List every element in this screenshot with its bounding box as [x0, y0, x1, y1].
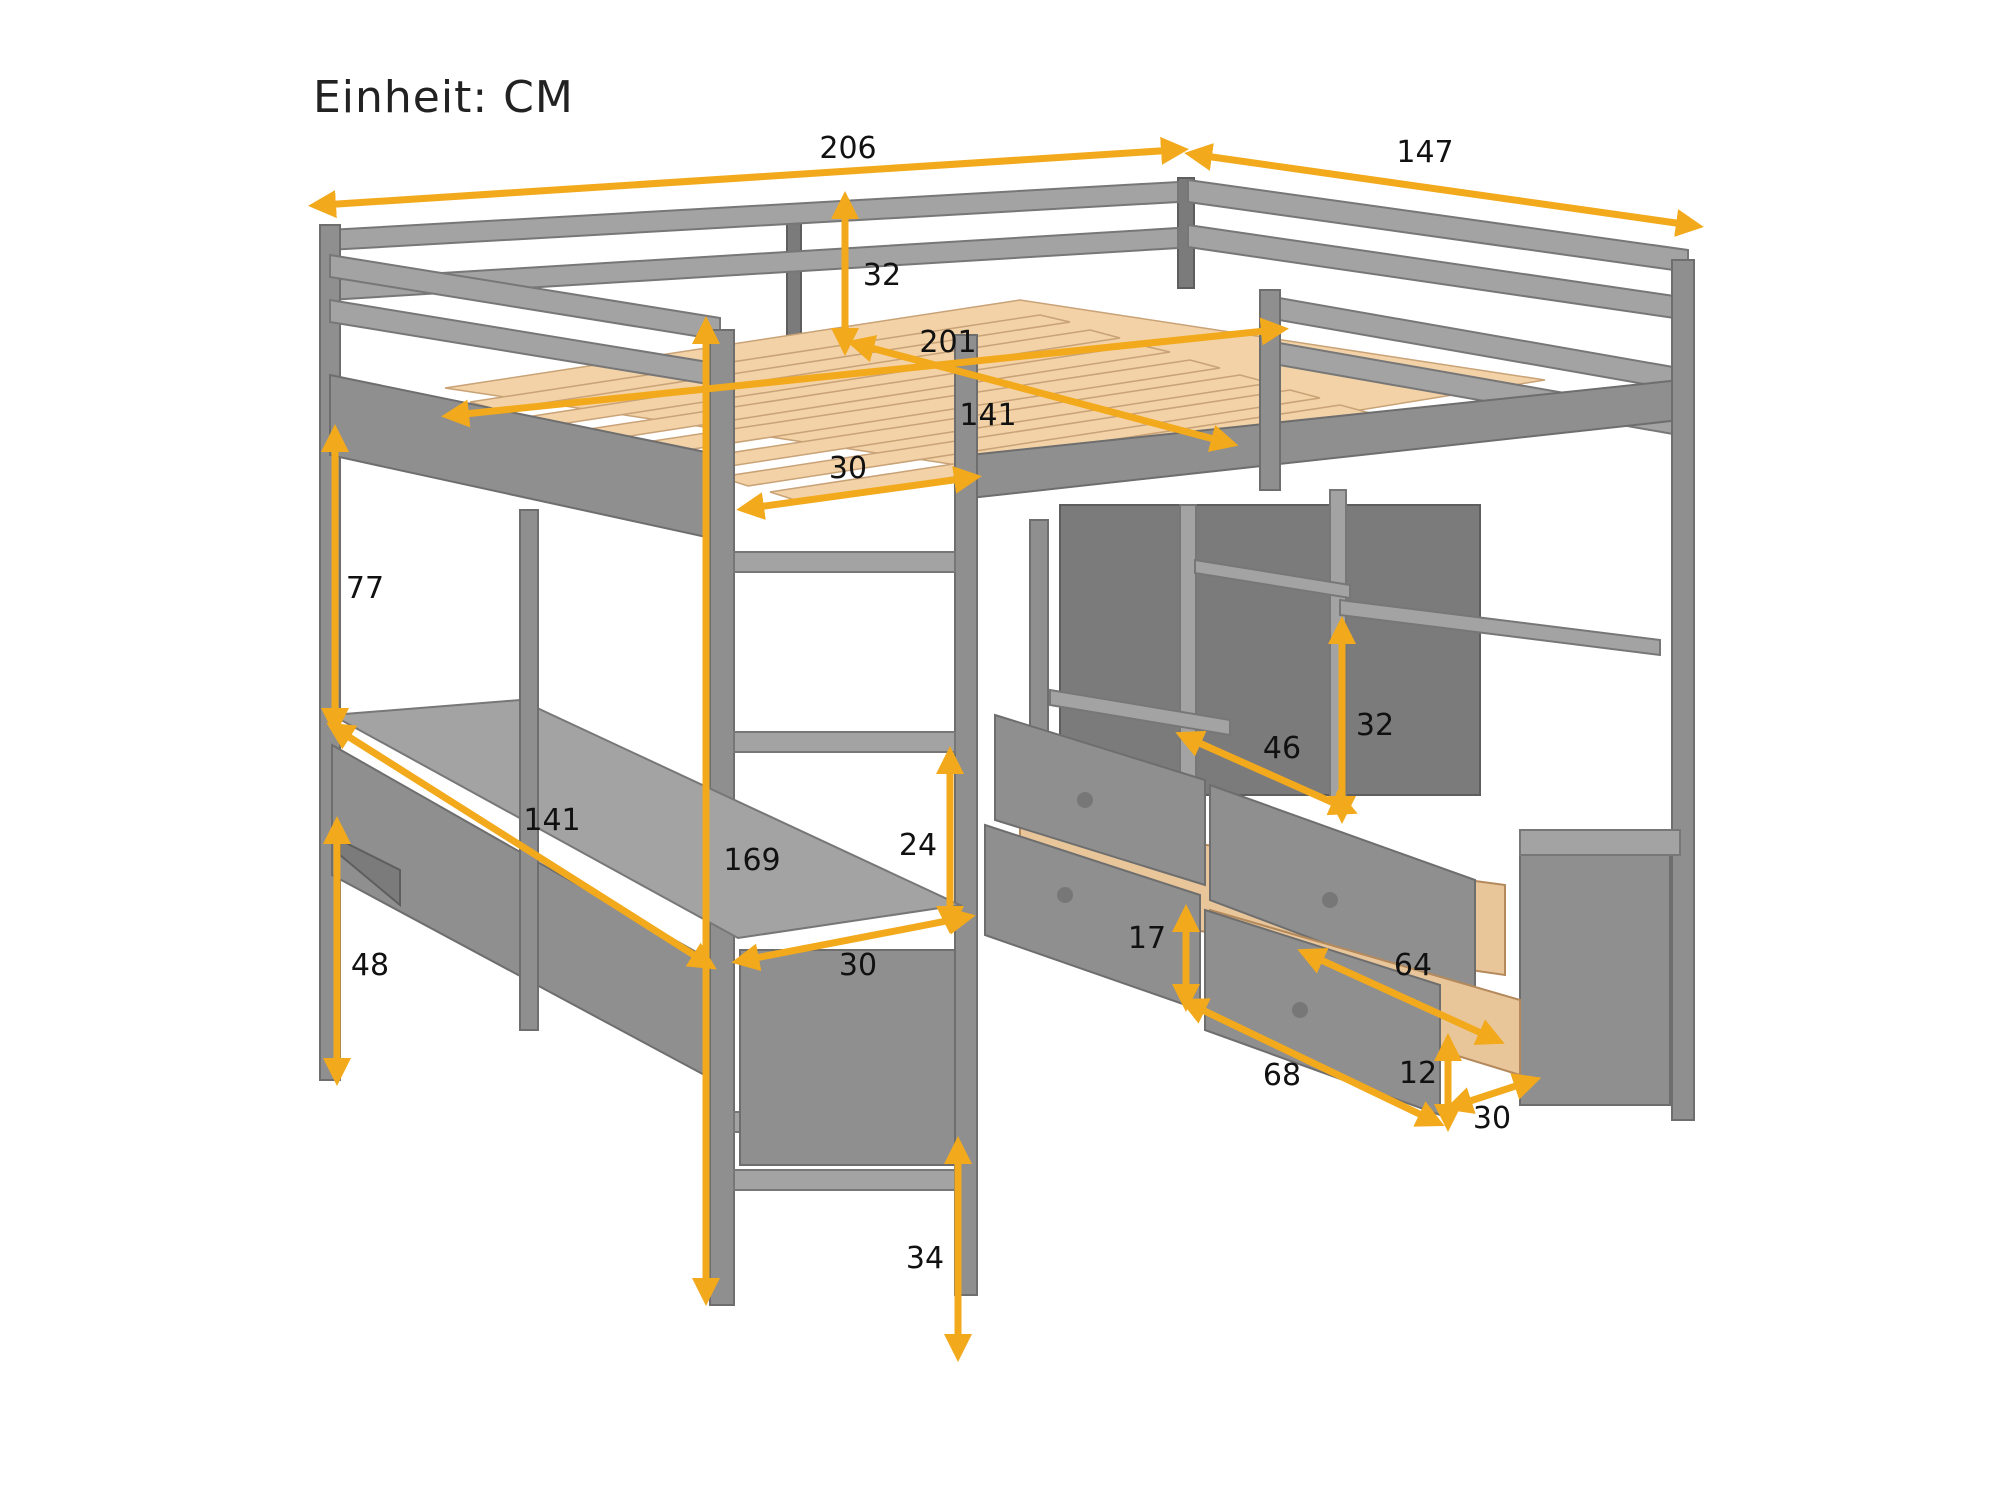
desk [328, 509, 964, 1166]
back-middle-post [786, 207, 802, 339]
label-drawer-box-height: 12 [1399, 1056, 1437, 1091]
arrow-shelf-width [1175, 730, 1358, 816]
desk-cabinet [739, 949, 956, 1166]
label-ladder-step: 24 [899, 828, 937, 863]
back-right-post [1671, 259, 1695, 1121]
label-desk-depth: 30 [839, 948, 877, 983]
label-cabinet-depth: 30 [1473, 1101, 1511, 1136]
shelf-2 [1339, 598, 1661, 657]
arrow-cabinet-length [1179, 998, 1445, 1127]
arrow-cabinet-depth [1444, 1073, 1542, 1114]
label-desk-height: 48 [351, 948, 389, 983]
drawer-knob-2 [1322, 892, 1338, 908]
label-drawer-height: 17 [1128, 921, 1166, 956]
guard-post [1259, 289, 1281, 491]
label-bed-length: 206 [819, 131, 876, 166]
label-drawer-length: 64 [1394, 948, 1432, 983]
arrow-desk-depth [731, 906, 976, 972]
label-bottom-gap: 34 [906, 1241, 944, 1276]
shelf-1 [1194, 558, 1351, 600]
label-total-height: 169 [723, 843, 780, 878]
ladder-rung-4 [733, 1169, 956, 1191]
arrow-desk-length [326, 722, 717, 970]
dimension-arrows [308, 136, 1704, 1362]
label-guardrail-height: 32 [863, 258, 901, 293]
arrow-ladder-gap [736, 466, 982, 520]
unit-title: Einheit: CM [313, 72, 574, 123]
drawer-knob-3 [1057, 887, 1073, 903]
label-ladder-gap: 30 [829, 451, 867, 486]
drawer-knob-1 [1077, 792, 1093, 808]
arrow-inner-width [846, 335, 1239, 452]
label-inner-width: 141 [959, 398, 1016, 433]
side-cabinet-top [1519, 829, 1681, 856]
arrow-drawer-length [1297, 948, 1505, 1045]
label-desk-length: 141 [523, 803, 580, 838]
shelf-divider-1 [1179, 504, 1197, 796]
label-bed-width: 147 [1396, 135, 1453, 170]
label-inner-length: 201 [919, 325, 976, 360]
arrow-bed-width [1184, 143, 1704, 237]
label-shelf-width: 46 [1263, 731, 1301, 766]
side-cabinet [1519, 849, 1671, 1106]
desk-back-leg [519, 509, 539, 1031]
label-shelf-height: 32 [1356, 708, 1394, 743]
ladder-rung-1 [733, 551, 956, 573]
drawer-front-top-left [994, 713, 1206, 887]
ladder-rung-2 [733, 731, 956, 753]
storage-unit [1029, 489, 1681, 1106]
arrow-bed-length [308, 136, 1189, 219]
label-cabinet-length: 68 [1263, 1058, 1301, 1093]
drawer-knob-4 [1292, 1002, 1308, 1018]
label-under-bed-height: 77 [346, 571, 384, 606]
dimension-labels: 206 147 32 201 141 30 77 141 48 169 24 3… [346, 131, 1511, 1276]
